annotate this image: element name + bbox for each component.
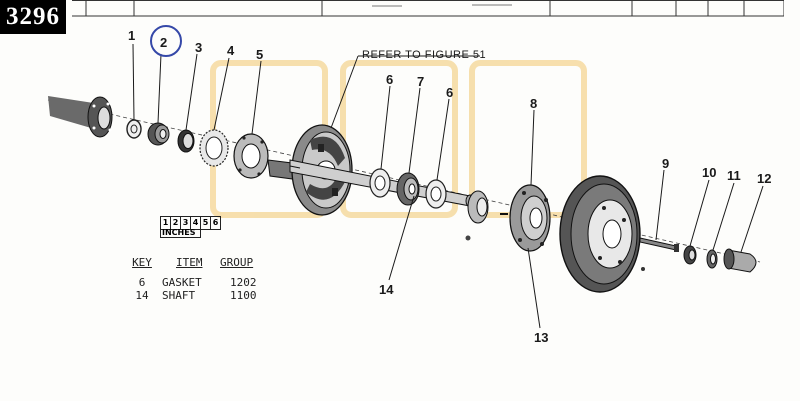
part-12-hub-cap [723,248,757,273]
part-6-gasket-left [369,168,391,198]
highlight-circle [150,25,182,57]
key-table-header: KEY ITEM GROUP [122,256,292,276]
row-group: 1202 [230,276,257,289]
inches-scale: 1 2 3 4 5 6 INCHES [160,216,240,238]
axle-housing-part [48,96,113,138]
callout-2: 2 [160,35,167,50]
callout-4: 4 [227,43,235,58]
table-row: 6 GASKET 1202 [122,276,292,289]
scale-mark: 2 [170,216,180,230]
part-6-gasket-right [425,179,447,209]
page-number-tag: 3296 [0,0,66,34]
scale-mark: 1 [160,216,170,230]
part-4-gasket [199,129,229,167]
part-11-washer [706,249,718,269]
callout-1: 1 [128,28,135,43]
callout-6-right: 6 [446,85,453,100]
part-1-seal [126,119,142,139]
row-group: 1100 [230,289,257,302]
callout-labels: 1 2 3 4 5 REFER TO FIGURE 51 6 7 6 8 9 1… [128,28,771,345]
callout-10: 10 [702,165,716,180]
callout-14: 14 [379,282,394,297]
callout-11: 11 [727,168,741,183]
part-10-nut [683,245,697,265]
scale-mark: 4 [190,216,200,230]
part-8-hub [500,184,551,252]
part-9-stud [639,237,679,252]
part-7-flange [396,172,420,206]
top-table-fragment [72,0,784,17]
callout-12: 12 [757,171,771,186]
scale-mark: 3 [180,216,190,230]
callout-6-left: 6 [386,72,393,87]
scale-mark: 6 [210,216,221,230]
key-table: KEY ITEM GROUP 6 GASKET 1202 14 SHAFT 11… [122,256,292,302]
callout-5: 5 [256,47,263,62]
refer-figure-note: REFER TO FIGURE 51 [362,49,486,61]
callout-13: 13 [534,330,548,345]
table-row: 14 SHAFT 1100 [122,289,292,302]
scale-mark: 5 [200,216,210,230]
part-3-cup [177,129,195,153]
row-item: GASKET [162,276,202,289]
leader-lines [132,43,764,329]
callout-8: 8 [530,96,537,111]
part-2-bearing [147,122,170,146]
brake-drum [559,175,645,293]
callout-9: 9 [662,156,669,171]
row-item: SHAFT [162,289,196,302]
row-key: 14 [135,289,149,302]
part-5-plate [233,133,269,179]
header-group: GROUP [220,256,254,269]
callout-3: 3 [195,40,202,55]
header-item: ITEM [176,256,203,269]
header-key: KEY [132,256,152,269]
locking-flange-part [465,190,489,241]
scale-label: INCHES [160,228,201,238]
row-key: 6 [138,276,146,289]
callout-7: 7 [417,74,424,89]
